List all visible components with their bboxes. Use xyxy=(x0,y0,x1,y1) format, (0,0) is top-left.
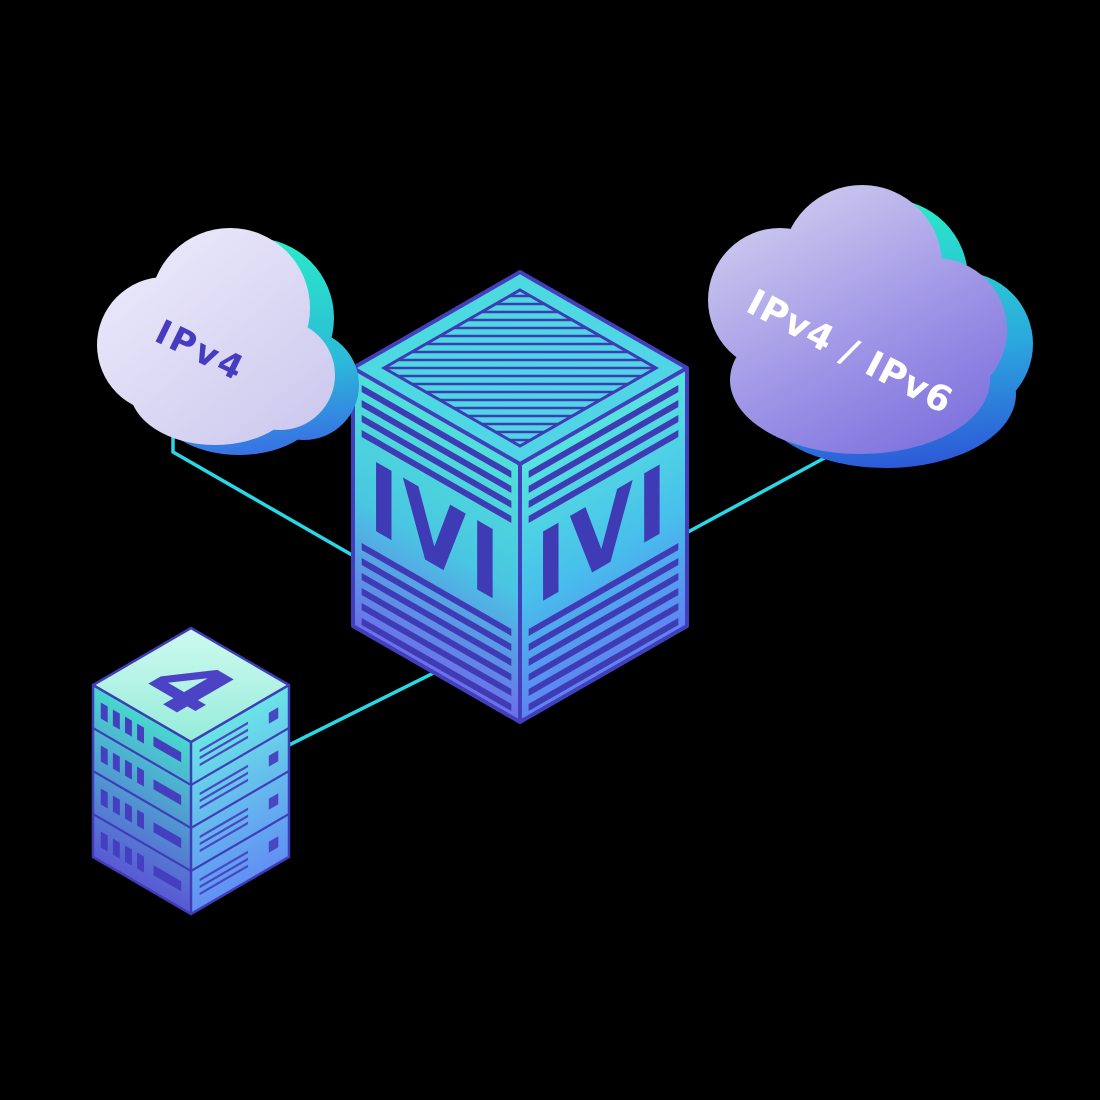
cube-top-face-hatching xyxy=(384,294,656,442)
dual-stack-cloud-body xyxy=(708,185,1007,454)
cube-right-face-stripes xyxy=(528,384,679,712)
ipv4-cloud: IPv4 xyxy=(97,228,359,455)
cube-left-face: IVI xyxy=(353,368,521,722)
cube-left-face-stripes xyxy=(361,384,512,712)
cube-right-face: IVI xyxy=(520,368,688,722)
ivi-translator-cube: IVI IVI xyxy=(351,270,689,724)
ipv4-cloud-body xyxy=(97,228,335,445)
server-stack: 4 xyxy=(91,626,291,916)
server-right-face xyxy=(191,685,289,914)
server-left-face xyxy=(93,685,191,914)
server-edges xyxy=(91,626,291,916)
dual-stack-cloud: IPv4 / IPv6 xyxy=(708,185,1033,468)
server-left-unit-dividers xyxy=(93,726,191,873)
cube-top-face-inner-border xyxy=(380,288,660,448)
server-right-unit-dividers xyxy=(191,726,289,873)
